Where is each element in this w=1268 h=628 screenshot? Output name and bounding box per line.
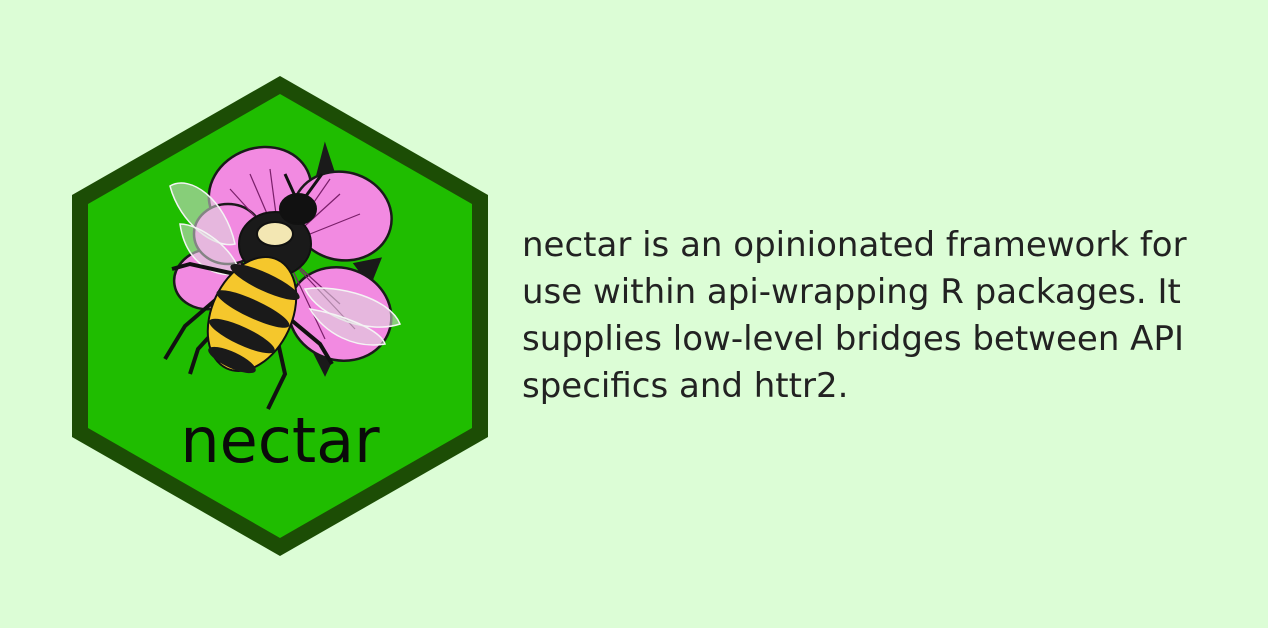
description-line: use within api-wrapping R packages. It xyxy=(522,272,1181,312)
logo-title: nectar xyxy=(180,404,380,477)
description-line: nectar is an opinionated framework for xyxy=(522,225,1187,265)
hex-logo: nectar xyxy=(70,74,490,558)
description-line: specifics and httr2. xyxy=(522,366,849,406)
bee-icon xyxy=(163,173,334,410)
bee-wings-icon xyxy=(169,182,401,346)
description-line: supplies low-level bridges between API xyxy=(522,319,1184,359)
package-description: nectar is an opinionated framework for u… xyxy=(522,222,1242,410)
